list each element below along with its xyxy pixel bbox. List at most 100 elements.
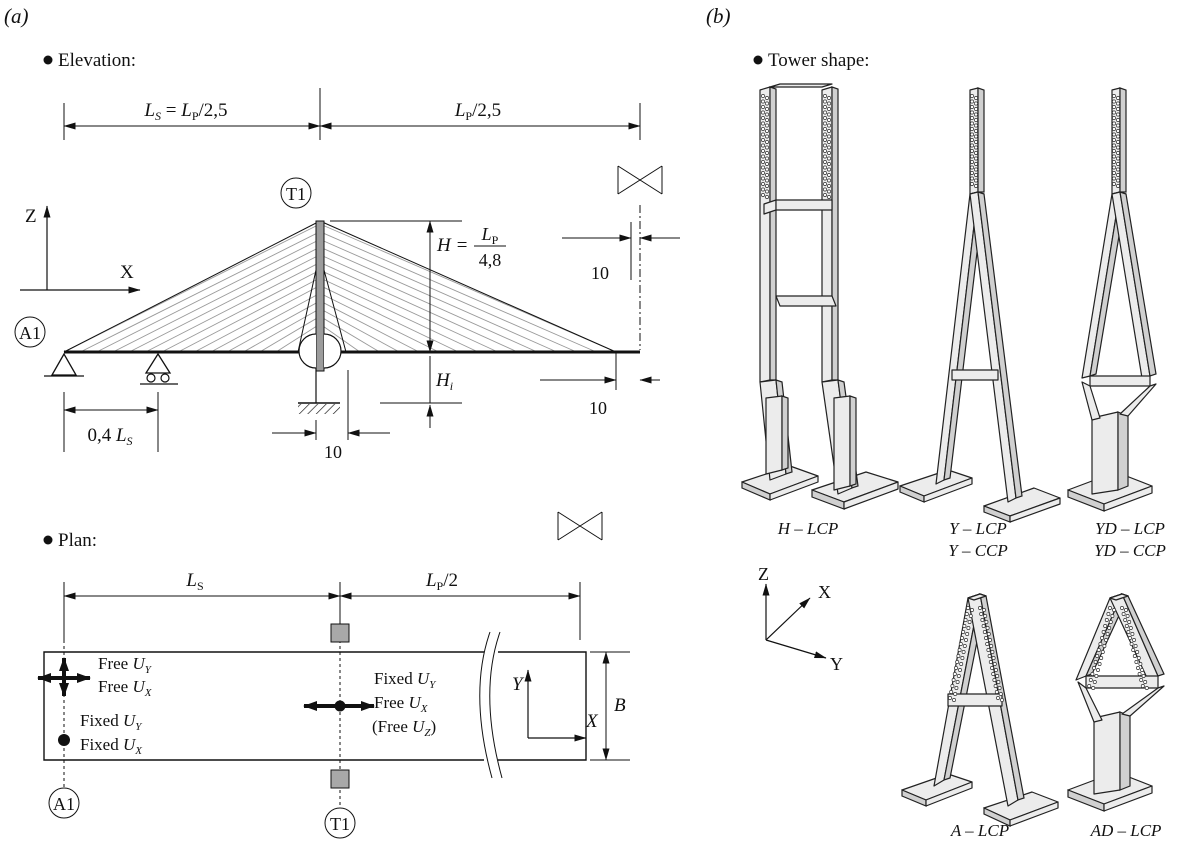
anchorage-hole (1112, 138, 1116, 142)
anchorage-hole (974, 167, 978, 172)
anchorage-hole (1128, 636, 1132, 640)
deck-bearing (298, 333, 317, 369)
anchorage-hole (1124, 608, 1128, 612)
anchorage-hole (823, 193, 827, 197)
anchorage-hole (823, 182, 827, 186)
anchorage-hole (765, 129, 769, 133)
anchorage-hole (761, 154, 765, 159)
anchorage-hole (961, 630, 966, 634)
anchorage-hole (761, 99, 765, 104)
anchorage-hole (948, 696, 952, 700)
anchorage-hole (1112, 176, 1116, 181)
anchorage-hole (984, 636, 988, 640)
anchorage-hole (823, 154, 827, 159)
panel-a-label: (a) (4, 4, 29, 28)
anchorage-hole (1144, 686, 1149, 690)
elev-dim-ls: LS = LP/2,5 (143, 100, 227, 123)
anchorage-hole (1132, 638, 1136, 642)
stay-cable (243, 308, 321, 353)
anchorage-hole (1136, 656, 1141, 660)
anchorage-hole (1132, 654, 1137, 658)
anchorage-hole (1116, 107, 1120, 111)
anchorage-hole (970, 94, 974, 98)
anchorage-hole (1116, 178, 1120, 183)
anchorage-hole (823, 110, 827, 115)
anchorage-hole (1124, 624, 1129, 628)
tower-axis-x: X (818, 582, 831, 602)
anchorage-hole (994, 668, 998, 672)
anchorage-hole (960, 636, 964, 640)
anchorage-hole (988, 660, 993, 664)
anchorage-hole (956, 654, 961, 658)
anchorage-hole (823, 94, 827, 98)
anchorage-hole (991, 672, 996, 676)
tower-t1 (315, 220, 325, 372)
plan-span-dimensions: LS LP/2 (63, 570, 581, 640)
anchorage-hole (963, 618, 968, 622)
tower-label-A-LCP: A – LCP (950, 821, 1009, 840)
anchorage-hole (1000, 698, 1004, 702)
anchorage-hole (970, 165, 974, 170)
anchorage-hole (827, 118, 831, 122)
anchorage-hole (985, 642, 990, 646)
anchorage-hole (765, 151, 769, 155)
anchorage-hole (1112, 116, 1116, 120)
anchorage-hole (1106, 612, 1111, 616)
anchorage-hole (761, 121, 765, 126)
anchorage-hole (765, 167, 769, 172)
anchorage-hole (998, 692, 1003, 696)
tower-label-H-LCP: H – LCP (777, 519, 838, 538)
stay-cable (319, 308, 400, 353)
anchorage-hole (974, 162, 978, 166)
anchorage-hole (1112, 165, 1116, 170)
elevation-axes: Z X (20, 205, 141, 294)
anchorage-hole (1116, 123, 1120, 128)
tower-YD-LCP (1067, 87, 1157, 512)
anchorage-hole (761, 165, 765, 170)
anchorage-hole (970, 160, 974, 164)
anchorage-hole (1116, 156, 1120, 161)
anchorage-hole (970, 149, 974, 153)
anchorage-hole (1135, 650, 1140, 654)
anchorage-hole (964, 612, 969, 616)
anchorage-hole (1112, 121, 1116, 126)
stay-cable (63, 220, 321, 353)
anchorage-hole (823, 138, 827, 142)
stay-cable (96, 238, 321, 353)
anchorage-hole (1087, 684, 1092, 688)
bullet-tower-shape (753, 55, 763, 65)
anchorage-hole (1136, 666, 1140, 670)
anchorage-hole (1140, 668, 1144, 672)
anchorage-hole (1105, 632, 1110, 636)
anchorage-hole (1090, 672, 1095, 676)
anchorage-hole (761, 171, 765, 175)
anchorage-hole (827, 189, 831, 194)
anchorage-hole (827, 167, 831, 172)
anchorage-hole (761, 110, 765, 115)
anchorage-hole (1138, 662, 1143, 666)
anchorage-hole (761, 160, 765, 164)
anchorage-hole (1125, 614, 1130, 618)
anchorage-hole (1133, 644, 1138, 648)
symmetry-symbol-plan (557, 511, 603, 541)
tower-tag-circle (280, 177, 312, 209)
plan-axis-x: X (585, 711, 599, 732)
stay-cable (210, 292, 321, 353)
anchorage-hole (823, 116, 827, 120)
stay-cable (319, 285, 459, 353)
free-ux-label: Free UX (98, 677, 153, 699)
anchorage-hole (989, 644, 994, 648)
anchorage-hole (1093, 660, 1098, 664)
anchorage-hole (986, 632, 991, 636)
anchorage-hole (970, 127, 974, 131)
stay-cable (80, 231, 321, 353)
tower-label-Y-LCP: Y – LCP (949, 519, 1007, 538)
anchorage-hole (1116, 129, 1120, 133)
roller-support (140, 352, 178, 385)
tower-tag: T1 (286, 184, 306, 204)
anchorage-hole (1139, 678, 1144, 682)
anchorage-hole (1088, 678, 1093, 682)
anchorage-hole (962, 644, 967, 648)
anchorage-hole (827, 145, 831, 150)
anchorage-hole (997, 686, 1002, 690)
